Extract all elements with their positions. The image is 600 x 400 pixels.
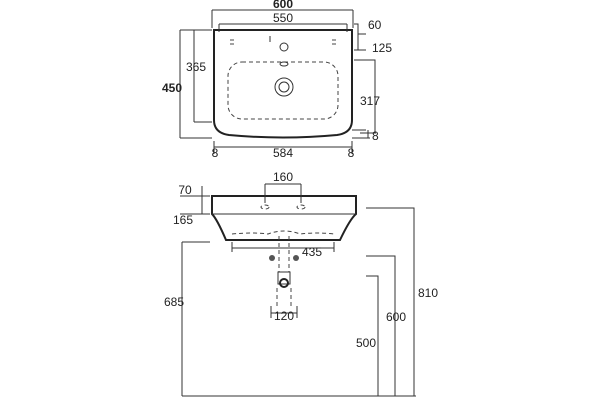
dim-125-label: 125 [372,41,392,55]
dim-685-label: 685 [164,295,184,309]
tap-hole-left [260,204,270,210]
dim-365-label: 365 [186,60,206,74]
basin-outline-top [213,29,353,139]
front-view: 160 70 165 435 120 685 810 600 500 [164,170,438,397]
dim-160-label: 160 [273,170,293,184]
dim-810-label: 810 [418,286,438,300]
trap-outlet [279,278,289,288]
dim-500-label: 500 [356,336,376,350]
dim-550-line [218,23,348,32]
dim-450-label: 450 [162,81,182,95]
bowl-outline [227,61,339,120]
dim-600-line [211,9,354,28]
dim-160-line [264,183,302,203]
tap-marker-left [230,39,236,45]
trap-body [277,271,291,285]
tap-hole-right [296,204,306,210]
overflow-slot [279,61,289,67]
drain-circle-inner [278,81,290,93]
dim-810-line [366,207,416,397]
dim-435-line [231,242,335,252]
fixing-bolt-left [269,255,275,261]
dim-365-line [193,30,212,123]
top-view: 600 550 450 365 60 125 317 8 584 8 8 [162,0,392,160]
basin-outline-front [211,195,357,241]
dim-120-line [270,306,298,318]
dim-584-line [213,141,353,154]
trap-tail [276,288,292,308]
drain-circle-outer [274,77,294,97]
dim-450-line [179,29,212,139]
dim-8-bottom-right-label: 8 [348,146,355,160]
dim-120-label: 120 [274,309,294,323]
dim-550-label: 550 [273,11,293,25]
tap-marker-right [332,39,338,45]
dim-584-label: 584 [273,146,293,160]
dim-60-line [354,23,366,35]
dim-165-label: 165 [173,213,193,227]
waste-pipe [278,236,290,272]
dim-60-label: 60 [368,18,382,32]
dim-8-right-label: 8 [372,129,379,143]
dim-600-height-label: 600 [386,310,406,324]
dim-317-label: 317 [360,94,380,108]
dim-435-label: 435 [302,245,322,259]
dim-685-line [181,241,212,397]
dim-125-line [354,34,366,51]
dim-70-line [180,186,210,214]
dim-8-left-label: 8 [212,146,219,160]
fixing-bolt-right [293,255,299,261]
dim-600-height-line [366,255,396,397]
dim-8-right-line [352,129,370,139]
dim-600-label: 600 [273,0,293,11]
bowl-hidden-line [231,230,335,235]
tap-hole [279,42,289,52]
dim-70-label: 70 [178,183,192,197]
